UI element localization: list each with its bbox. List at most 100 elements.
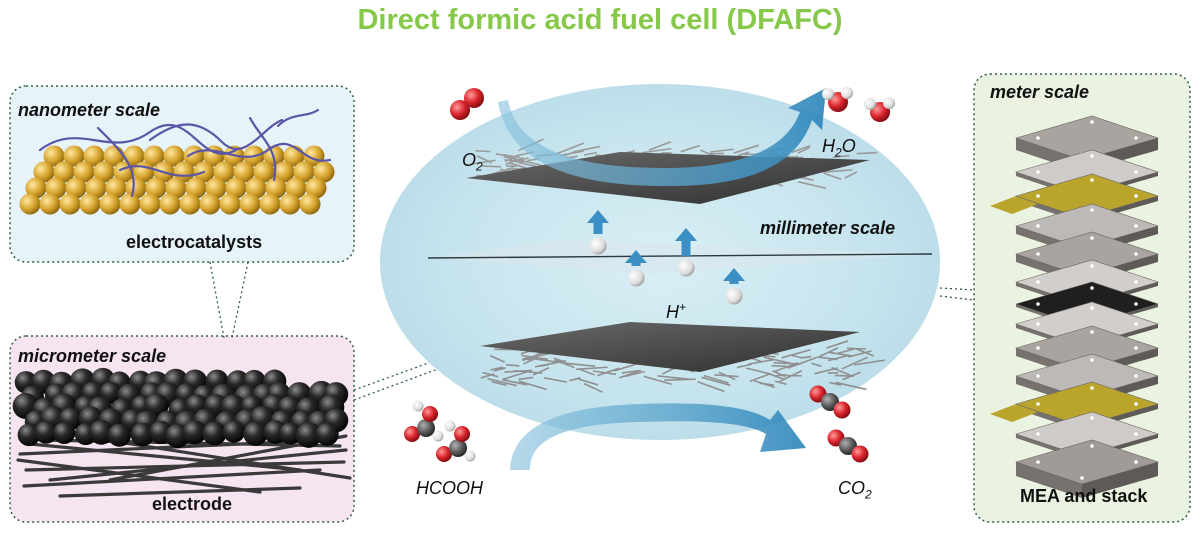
bolt-hole [1036, 302, 1040, 306]
hydrogen-atom [841, 87, 853, 99]
hydrogen-atom [465, 451, 476, 462]
proton-label: H+ [666, 300, 686, 323]
electrocatalysts-label: electrocatalysts [126, 232, 262, 253]
bolt-hole [1134, 402, 1138, 406]
proton-sphere [590, 238, 607, 255]
hydrogen-atom [445, 421, 456, 432]
bolt-hole [1090, 358, 1094, 362]
bolt-hole [1090, 330, 1094, 334]
bolt-hole [1090, 306, 1094, 310]
proton-sphere [726, 288, 743, 305]
bolt-hole [1090, 386, 1094, 390]
bolt-hole [1090, 286, 1094, 290]
gdl-fibre [771, 366, 786, 367]
bolt-hole [1036, 402, 1040, 406]
gold-nanoparticle [160, 194, 181, 215]
electrode-label: electrode [152, 494, 232, 515]
bolt-hole [1090, 120, 1094, 124]
bolt-hole [1036, 460, 1040, 464]
bolt-hole [1036, 252, 1040, 256]
bolt-hole [1036, 432, 1040, 436]
micrometer-scale-label: micrometer scale [18, 346, 166, 367]
carbon-black-particle [53, 422, 75, 444]
gold-nanoparticle [180, 194, 201, 215]
carbon-black-particle [108, 424, 131, 447]
carbon-black-particle [316, 423, 339, 446]
bolt-hole [1090, 208, 1094, 212]
gold-nanoparticle [20, 194, 41, 215]
proton-sphere [628, 270, 645, 287]
bolt-hole [1036, 346, 1040, 350]
proton-arrow-shaft [594, 222, 603, 234]
meter-scale-label: meter scale [990, 82, 1089, 103]
gold-nanoparticle [80, 194, 101, 215]
bolt-hole [1134, 302, 1138, 306]
gold-nanoparticle [240, 194, 261, 215]
bolt-hole [1090, 264, 1094, 268]
bolt-hole [1090, 236, 1094, 240]
bolt-hole [1134, 136, 1138, 140]
carbon-atom [449, 439, 467, 457]
nano-callout-connector [210, 262, 248, 338]
gold-nanoparticle [120, 194, 141, 215]
bolt-hole [1134, 170, 1138, 174]
mea-and-stack-label: MEA and stack [1020, 486, 1147, 507]
oxygen-atom [422, 406, 438, 422]
o2-label: O2 [462, 150, 483, 174]
hydrogen-atom [822, 88, 834, 100]
bolt-hole [1134, 194, 1138, 198]
bolt-hole [1134, 374, 1138, 378]
proton-sphere [678, 260, 695, 277]
bolt-hole [1036, 170, 1040, 174]
hydrogen-atom [433, 431, 444, 442]
carbon-black-particle [223, 421, 245, 443]
h2o-label: H2O [822, 136, 856, 160]
gdl-fibre [857, 153, 877, 154]
bolt-hole [1090, 444, 1094, 448]
bolt-hole [1036, 136, 1040, 140]
hydrogen-atom [413, 401, 424, 412]
bolt-hole [1036, 322, 1040, 326]
bolt-hole [1134, 224, 1138, 228]
gold-nanoparticle [100, 194, 121, 215]
meter-callout-connector [940, 288, 974, 300]
gdl-fibre [506, 166, 517, 167]
nanometer-scale-label: nanometer scale [18, 100, 160, 121]
gold-nanoparticle [40, 194, 61, 215]
bolt-hole [1134, 322, 1138, 326]
bolt-hole [1134, 460, 1138, 464]
millimeter-scale-label: millimeter scale [760, 218, 895, 239]
bolt-hole [1090, 154, 1094, 158]
hydrogen-atom [883, 97, 895, 109]
carbon-atom [417, 419, 435, 437]
proton-arrow-shaft [682, 240, 691, 256]
bolt-hole [1036, 280, 1040, 284]
gold-nanoparticle [260, 194, 281, 215]
gold-nanoparticle [60, 194, 81, 215]
bolt-hole [1134, 432, 1138, 436]
bolt-hole [1090, 416, 1094, 420]
bolt-hole [1036, 374, 1040, 378]
gold-nanoparticle [140, 194, 161, 215]
diagram-title: Direct formic acid fuel cell (DFAFC) [0, 4, 1200, 37]
carbon-black-particle [202, 421, 226, 445]
hcooh-label: HCOOH [416, 478, 483, 499]
oxygen-atom [464, 88, 484, 108]
bolt-hole [1134, 280, 1138, 284]
bolt-hole [1090, 178, 1094, 182]
bolt-hole [1080, 476, 1084, 480]
gold-nanoparticle [200, 194, 221, 215]
bolt-hole [1134, 346, 1138, 350]
oxygen-atom [834, 402, 851, 419]
co2-label: CO2 [838, 478, 872, 502]
bolt-hole [1036, 194, 1040, 198]
oxygen-atom [454, 426, 470, 442]
gold-nanoparticle [220, 194, 241, 215]
gdl-fibre [481, 166, 501, 167]
oxygen-atom [852, 446, 869, 463]
gdl-fibre [664, 379, 696, 380]
gdl-fibre [773, 363, 801, 364]
gdl-fibre [762, 356, 775, 357]
